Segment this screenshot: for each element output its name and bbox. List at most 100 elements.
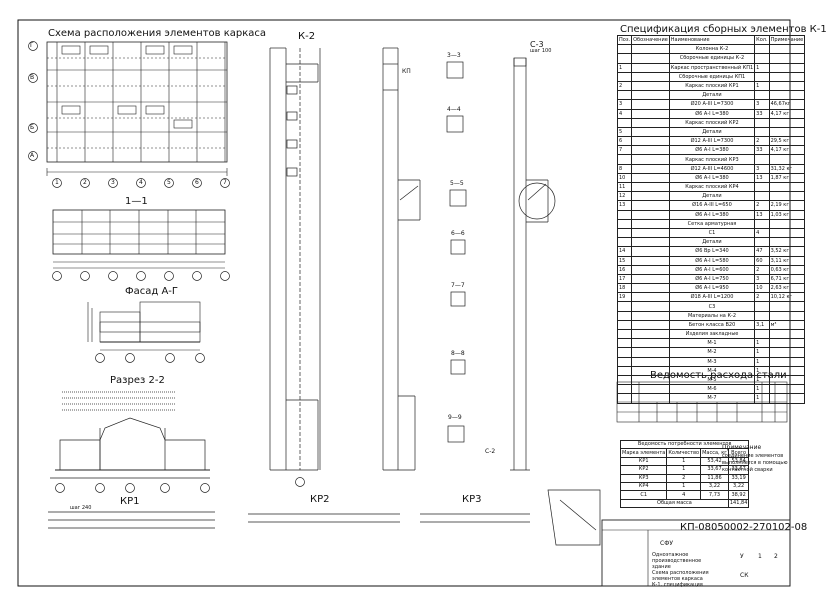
drawing-sheet — [17, 19, 791, 587]
spec-cell: 3 — [754, 99, 770, 110]
axis-number-3: 3 — [111, 179, 115, 186]
sheet-number: 1 — [758, 553, 762, 560]
spec-cell: 14 — [616, 246, 633, 257]
spec-cell: 3 — [754, 273, 770, 285]
spec-row: С3 — [616, 301, 806, 312]
spec-cell: 1,87 кг — [768, 172, 806, 184]
sheet-title-line-2: элементов каркаса — [652, 576, 703, 582]
spec-cell: 12 — [616, 191, 633, 202]
spec-cell: 2 — [754, 200, 770, 211]
sec-7-7-label: 7—7 — [451, 282, 465, 289]
spec-cell: 10 — [616, 172, 633, 184]
spec-cell: 3 — [754, 163, 770, 174]
note-line-2: выполняется в помощью — [722, 460, 788, 466]
spec-cell — [631, 99, 670, 110]
spec-cell — [631, 136, 670, 147]
spec-cell — [768, 356, 806, 367]
spec-cell: 19 — [616, 292, 633, 303]
spec-cell: 16 — [616, 264, 633, 275]
spec-cell — [768, 90, 806, 101]
spec-cell — [631, 200, 670, 211]
spec-cell — [768, 310, 806, 321]
note-line-3: контактной сварки — [722, 467, 773, 473]
spec-cell: 4,17 кг — [768, 108, 806, 119]
spec-cell: 7 — [616, 145, 633, 156]
spec-cell: Колонна К-2 — [668, 44, 756, 55]
spec-cell: М-3 — [668, 356, 756, 367]
spec-cell: 18 — [616, 283, 633, 294]
sec-8-8-label: 8—8 — [451, 350, 465, 357]
spec-row: Изделия закладные — [616, 328, 806, 340]
spec-cell — [631, 80, 670, 92]
spec-cell — [631, 191, 670, 202]
spec-cell — [631, 310, 670, 321]
organization: СФУ — [660, 540, 674, 547]
shag-240-label: шаг 240 — [70, 505, 92, 511]
spec-cell — [631, 264, 670, 275]
spec-cell: 33 — [754, 145, 770, 156]
spec-cell: С3 — [668, 301, 756, 312]
kp3-title: КР3 — [462, 494, 482, 505]
spec-cell: 1 — [754, 338, 770, 349]
spec-cell — [631, 44, 670, 55]
spec-cell: 4 — [616, 108, 633, 119]
department: СК — [740, 572, 749, 579]
spec-cell: 4 — [754, 227, 770, 239]
spec-cell: 2 — [754, 136, 770, 147]
spec-cell: 17 — [616, 273, 633, 285]
shag-100-label: шаг 100 — [530, 48, 552, 54]
spec-cell — [768, 126, 806, 138]
spec-cell — [754, 310, 770, 321]
spec-cell: 1 — [754, 356, 770, 367]
spec-cell: М-4 — [668, 365, 756, 376]
spec-cell — [631, 90, 670, 101]
spec-cell: 1 — [616, 62, 633, 73]
spec-cell: Ø6 А-I L=950 — [668, 283, 756, 294]
spec-cell: 2,63 кг — [768, 283, 806, 294]
spec-cell: 3,11 кг — [768, 255, 806, 266]
spec-cell — [754, 181, 770, 193]
column-k2-base-bubble — [295, 477, 305, 487]
spec-cell — [754, 126, 770, 138]
stage: У — [740, 553, 744, 560]
spec-cell — [631, 209, 670, 220]
spec-cell: Каркас плоский КР4 — [668, 181, 756, 193]
spec-cell — [616, 209, 633, 220]
spec-cell: Ø6 А-I L=380 — [668, 145, 756, 156]
spec-cell — [768, 237, 806, 248]
kp1-tag: КП — [402, 68, 411, 75]
section-2-2-title: Разрез 2-2 — [110, 375, 165, 386]
spec-cell: 3,52 кг — [768, 246, 806, 257]
spec-cell — [631, 328, 670, 340]
spec-cell — [616, 53, 633, 64]
spec-cell: 3 — [616, 99, 633, 110]
spec-cell: 2,19 кг — [768, 200, 806, 211]
spec-cell — [768, 227, 806, 239]
sec-3-3-label: 3—3 — [447, 52, 461, 59]
spec-cell — [631, 338, 670, 349]
steel-total-value: 141,84 — [727, 498, 750, 509]
spec-cell — [616, 237, 633, 248]
sec-9-9-label: 9—9 — [448, 414, 462, 421]
spec-cell — [631, 126, 670, 138]
spec-cell: С1 — [668, 227, 756, 239]
object-line-1: Одноэтажное — [652, 552, 689, 558]
axis-letter-b: Б — [30, 124, 35, 131]
c2-tag: С-2 — [485, 448, 496, 455]
spec-cell: 1 — [754, 347, 770, 358]
kp1-cage-drawing — [382, 47, 421, 471]
spec-cell — [616, 301, 633, 312]
spec-cell: Каркас плоский КР1 — [668, 80, 756, 92]
steel-cell: КР3 — [619, 473, 668, 483]
